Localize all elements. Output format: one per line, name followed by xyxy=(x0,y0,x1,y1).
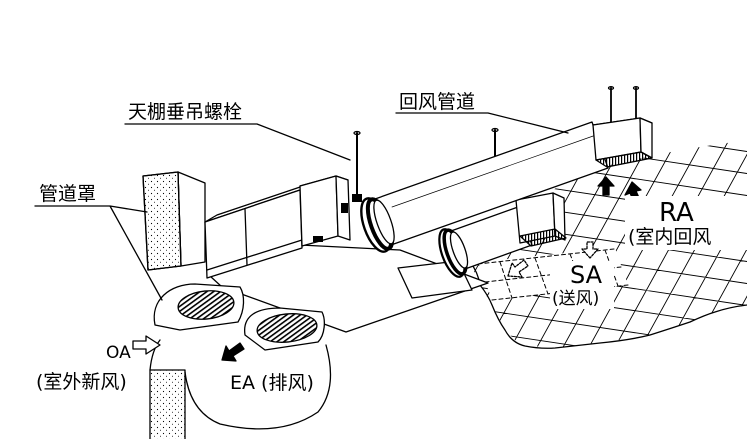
return-box-grille xyxy=(595,151,653,168)
supply-box-grille xyxy=(519,228,567,247)
return-duct-highlight xyxy=(391,134,597,208)
fresh-air-hood-opening xyxy=(177,290,235,320)
return-duct-leader xyxy=(395,112,569,134)
wall-section-curve xyxy=(184,344,332,430)
bolt-nut-left xyxy=(352,194,362,202)
sa-arrow-right-icon xyxy=(581,241,599,259)
control-box-front xyxy=(299,175,339,247)
sa-code-label: SA xyxy=(570,261,603,289)
suspension-bolt-label: 天棚垂吊螺栓 xyxy=(128,101,242,123)
exhaust-hood-opening xyxy=(256,313,318,343)
ra-desc-label: (室内回风 xyxy=(628,226,711,248)
ea-label: EA (排风) xyxy=(230,372,314,394)
duct-cover-texture xyxy=(142,171,182,271)
ceiling-broken-edge xyxy=(469,261,747,349)
sa-arrow-left-icon xyxy=(507,259,529,278)
sa-desc-label: (送风) xyxy=(552,289,599,309)
wall-top-curve xyxy=(149,339,161,371)
duct-cover-side xyxy=(177,171,206,267)
oa-arrow-icon xyxy=(132,335,161,355)
unit-panel-divider xyxy=(244,208,248,266)
supply-air-flow-dashes xyxy=(477,248,629,301)
control-box-terminal xyxy=(341,203,348,213)
oa-code-label: OA xyxy=(106,343,131,363)
control-box-connector xyxy=(313,236,323,242)
supply-duct-end xyxy=(449,231,469,269)
ra-label-backdrop xyxy=(625,196,747,250)
ra-code-label: RA xyxy=(659,198,694,228)
ea-arrow-icon xyxy=(221,342,245,362)
suspension-bolt-leader xyxy=(124,123,351,161)
duct-cover-label: 管道罩 xyxy=(39,183,96,205)
duct-cover-leader xyxy=(34,205,163,301)
sa-label-backdrop xyxy=(550,261,614,309)
ra-arrow-left-icon xyxy=(597,176,615,196)
wall-column-texture xyxy=(150,370,185,439)
unit-bottom-strip xyxy=(206,239,303,271)
supply-box-side xyxy=(552,192,566,241)
unit-front-face xyxy=(204,189,303,279)
oa-desc-label: (室外新风) xyxy=(36,371,127,393)
return-duct-end xyxy=(373,199,395,245)
return-duct-label: 回风管道 xyxy=(399,91,475,113)
